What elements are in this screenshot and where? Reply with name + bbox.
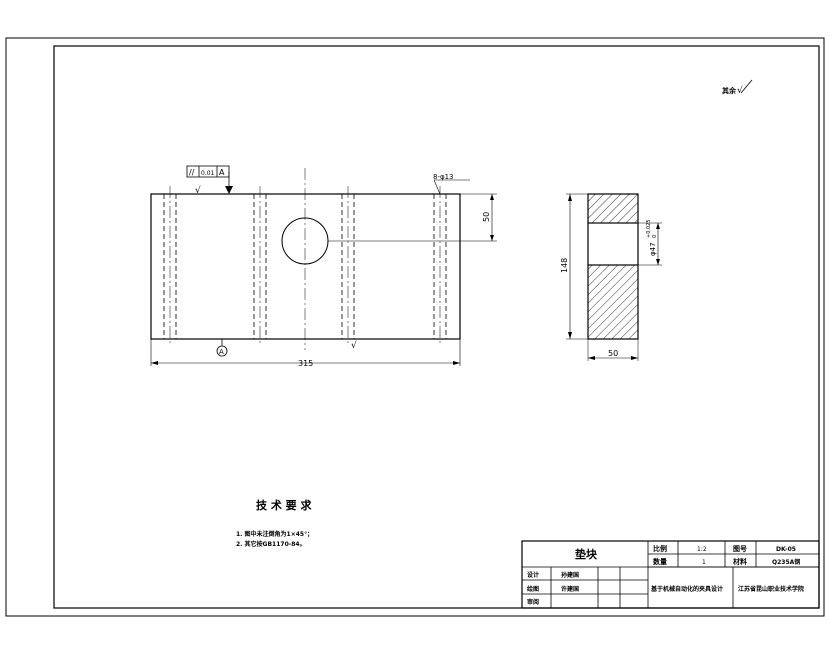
svg-text:许建国: 许建国 — [561, 585, 579, 593]
svg-text:其余: 其余 — [722, 86, 737, 95]
dim-width: 50 — [587, 339, 639, 361]
svg-text:8-φ13: 8-φ13 — [433, 173, 454, 181]
svg-text:图号: 图号 — [733, 544, 747, 553]
svg-text:Q235A钢: Q235A钢 — [772, 558, 800, 566]
dim-length: 315 — [151, 359, 460, 368]
roughness-top: √ — [195, 185, 201, 196]
svg-text:0.01: 0.01 — [201, 170, 215, 177]
svg-text:审阅: 审阅 — [527, 598, 539, 606]
tech-requirement-item: 2. 其它按GB1170-84。 — [236, 540, 306, 548]
front-view-outline — [150, 193, 461, 340]
svg-text:+0.025: +0.025 — [646, 219, 652, 238]
svg-text:数量: 数量 — [653, 557, 667, 566]
svg-text:1:2: 1:2 — [697, 546, 707, 553]
dim-bore: φ47 +0.025 0 — [638, 219, 662, 266]
svg-text:0: 0 — [652, 235, 658, 238]
svg-text:315: 315 — [298, 359, 313, 368]
svg-text:A: A — [219, 348, 224, 356]
svg-text:50: 50 — [608, 349, 618, 358]
svg-text:50: 50 — [482, 212, 491, 222]
dim-hole-position: 50 — [328, 193, 497, 242]
svg-text:绘图: 绘图 — [527, 585, 539, 593]
part-name: 垫块 — [575, 547, 598, 561]
hole-callout: 8-φ13 — [433, 173, 470, 195]
inner-frame — [53, 45, 820, 609]
tech-requirements-title: 技 术 要 求 — [256, 498, 312, 512]
roughness-note: 其余 √ — [722, 79, 753, 96]
svg-text:设计: 设计 — [527, 571, 539, 579]
svg-text:148: 148 — [560, 258, 569, 273]
svg-text://: // — [189, 168, 195, 177]
svg-text:比例: 比例 — [653, 544, 667, 553]
side-view: 148 50 φ47 +0.025 0 — [560, 193, 662, 361]
svg-text:江苏省昆山职业技术学院: 江苏省昆山职业技术学院 — [738, 585, 804, 593]
svg-text:基于机械自动化的夹具设计: 基于机械自动化的夹具设计 — [650, 585, 723, 593]
roughness-bottom: √ — [351, 340, 357, 351]
outer-frame — [5, 37, 825, 617]
front-view: // 0.01 A √ A √ 8-φ13 50 — [150, 165, 497, 368]
tech-requirement-item: 1. 图中未注倒角为1×45°； — [236, 530, 313, 538]
svg-text:√: √ — [737, 85, 743, 96]
centerlines — [169, 168, 441, 350]
dim-height: 148 — [560, 193, 588, 340]
svg-text:φ47: φ47 — [649, 242, 657, 256]
hidden-hole-lines — [163, 194, 447, 339]
svg-text:DK-05: DK-05 — [776, 546, 796, 553]
title-block: 垫块 比例 1:2 图号 DK-05 数量 1 材料 Q235A钢 设计 孙建国… — [521, 540, 820, 609]
svg-text:孙建国: 孙建国 — [561, 571, 579, 579]
tech-requirements: 技 术 要 求 1. 图中未注倒角为1×45°； 2. 其它按GB1170-84… — [236, 498, 313, 548]
svg-text:A: A — [219, 168, 225, 177]
svg-text:1: 1 — [702, 559, 706, 566]
svg-text:材料: 材料 — [732, 557, 747, 566]
gdt-frame: // 0.01 A — [186, 165, 233, 194]
datum-marker: A — [216, 339, 228, 357]
